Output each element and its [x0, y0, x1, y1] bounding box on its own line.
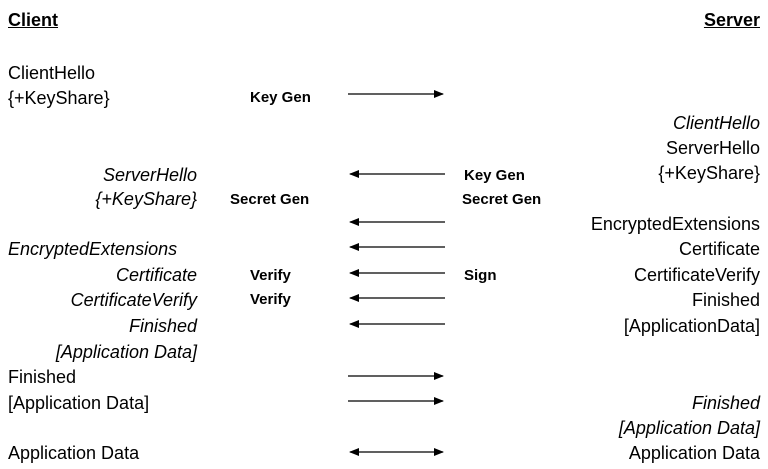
server-app-data-in-label: [Application Data]: [618, 418, 760, 438]
server-client-hello-label: ClientHello: [672, 113, 760, 133]
client-certificate-verify-label: CertificateVerify: [70, 290, 197, 310]
client-certificate-label: Certificate: [115, 265, 197, 285]
client-server-hello-label: ServerHello: [102, 165, 197, 185]
client-app-data-out-label: [Application Data]: [8, 393, 150, 413]
server-secret-gen-label: Secret Gen: [462, 191, 542, 208]
server-key-gen-label: Key Gen: [464, 167, 525, 184]
client-application-data-label: Application Data: [8, 443, 140, 463]
client-finished-in-label: Finished: [128, 316, 197, 336]
client-verify-cv-label: Verify: [250, 291, 291, 308]
server-finished-in-label: Finished: [691, 393, 760, 413]
server-header: Server: [703, 10, 760, 30]
client-encrypted-extensions-label: EncryptedExtensions: [8, 239, 178, 259]
client-server-keyshare-label: {+KeyShare}: [95, 189, 197, 209]
client-hello-label: ClientHello: [8, 63, 96, 83]
client-verify-cert-label: Verify: [250, 267, 291, 284]
server-keyshare-label: {+KeyShare}: [658, 163, 760, 183]
client-keyshare-label: {+KeyShare}: [8, 88, 110, 108]
client-secret-gen-label: Secret Gen: [230, 191, 310, 208]
server-server-hello-label: ServerHello: [665, 138, 760, 158]
server-sign-label: Sign: [464, 267, 497, 284]
server-finished-label: Finished: [691, 290, 760, 310]
server-certificate-label: Certificate: [678, 239, 760, 259]
client-key-gen-label: Key Gen: [250, 89, 311, 106]
client-finished-out-label: Finished: [8, 367, 77, 387]
server-application-data-label: Application Data: [628, 443, 760, 463]
client-header: Client: [8, 10, 59, 30]
client-app-data-in-label: [Application Data]: [55, 342, 197, 362]
server-application-data-bracket-label: [ApplicationData]: [623, 316, 760, 336]
server-certificate-verify-label: CertificateVerify: [633, 265, 760, 285]
server-encrypted-extensions-label: EncryptedExtensions: [590, 214, 760, 234]
